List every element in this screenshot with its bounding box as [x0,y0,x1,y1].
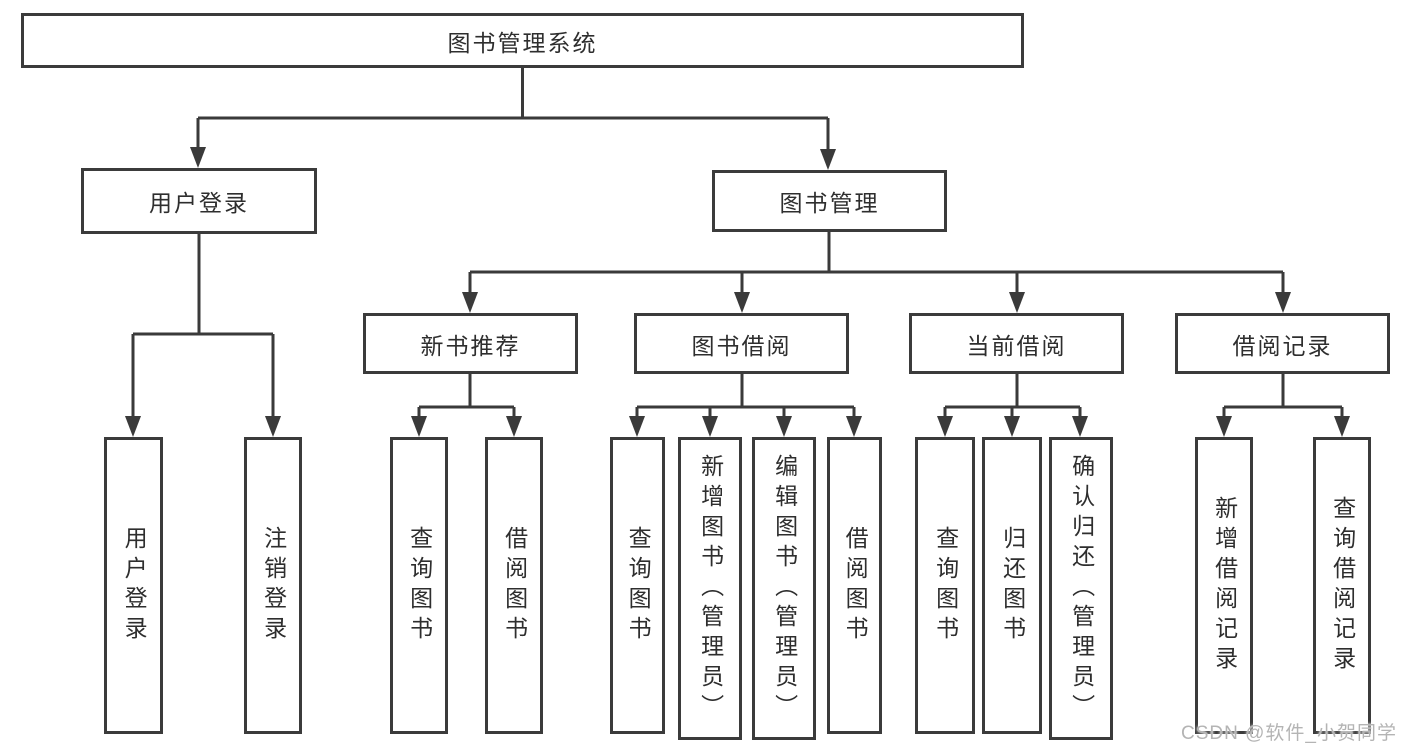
node-logout-leaf: 注销登录 [244,437,302,734]
node-book-management-label: 图书管理 [779,190,880,216]
node-book-borrowing: 图书借阅 [634,313,849,374]
node-bb-query-books-label: 查询图书 [625,525,652,646]
node-cb-query-books: 查询图书 [915,437,975,734]
node-cb-confirm-return-label: 确认归还（管理员） [1068,453,1095,724]
node-nb-query-books-label: 查询图书 [406,525,433,646]
node-new-book-recommend-label: 新书推荐 [420,332,521,359]
node-user-login-label: 用户登录 [149,190,249,216]
edges-from-user-login [125,234,281,437]
node-new-book-recommend: 新书推荐 [363,313,578,374]
edges-from-borrowing-records [1216,374,1350,437]
node-cb-confirm-return: 确认归还（管理员） [1049,437,1113,740]
node-bb-add-books: 新增图书（管理员） [678,437,742,740]
node-bb-borrow-books-label: 借阅图书 [842,525,869,646]
node-borrowing-records: 借阅记录 [1175,313,1390,374]
edges-from-current-borrowing [937,374,1088,437]
node-bb-query-books: 查询图书 [610,437,665,734]
node-nb-query-books: 查询图书 [390,437,448,734]
node-bb-borrow-books: 借阅图书 [827,437,882,734]
node-borrowing-records-label: 借阅记录 [1232,332,1333,359]
node-book-borrowing-label: 图书借阅 [691,332,792,359]
node-current-borrowing-label: 当前借阅 [966,332,1067,359]
node-nb-borrow-books-label: 借阅图书 [501,525,528,646]
node-user-login: 用户登录 [81,168,317,234]
node-nb-borrow-books: 借阅图书 [485,437,543,734]
node-br-query-record-label: 查询借阅记录 [1329,495,1356,676]
node-cb-return-books: 归还图书 [982,437,1042,734]
edges-from-root [190,68,836,170]
node-bb-edit-books-label: 编辑图书（管理员） [771,453,798,724]
edges-from-book-management [462,232,1291,313]
edges-from-new-book-recommend [411,374,522,437]
node-logout-leaf-label: 注销登录 [260,525,287,646]
node-book-management: 图书管理 [712,170,947,232]
node-br-add-record-label: 新增借阅记录 [1211,495,1238,676]
node-current-borrowing: 当前借阅 [909,313,1124,374]
edges-from-book-borrowing [629,374,862,437]
node-root-label: 图书管理系统 [447,29,598,56]
node-br-query-record: 查询借阅记录 [1313,437,1371,734]
node-root: 图书管理系统 [21,13,1024,68]
node-cb-query-books-label: 查询图书 [932,525,959,646]
node-bb-add-books-label: 新增图书（管理员） [697,453,724,724]
node-login-leaf-label: 用户登录 [121,525,148,646]
node-login-leaf: 用户登录 [104,437,163,734]
node-bb-edit-books: 编辑图书（管理员） [752,437,816,740]
node-cb-return-books-label: 归还图书 [999,525,1026,646]
node-br-add-record: 新增借阅记录 [1195,437,1253,734]
